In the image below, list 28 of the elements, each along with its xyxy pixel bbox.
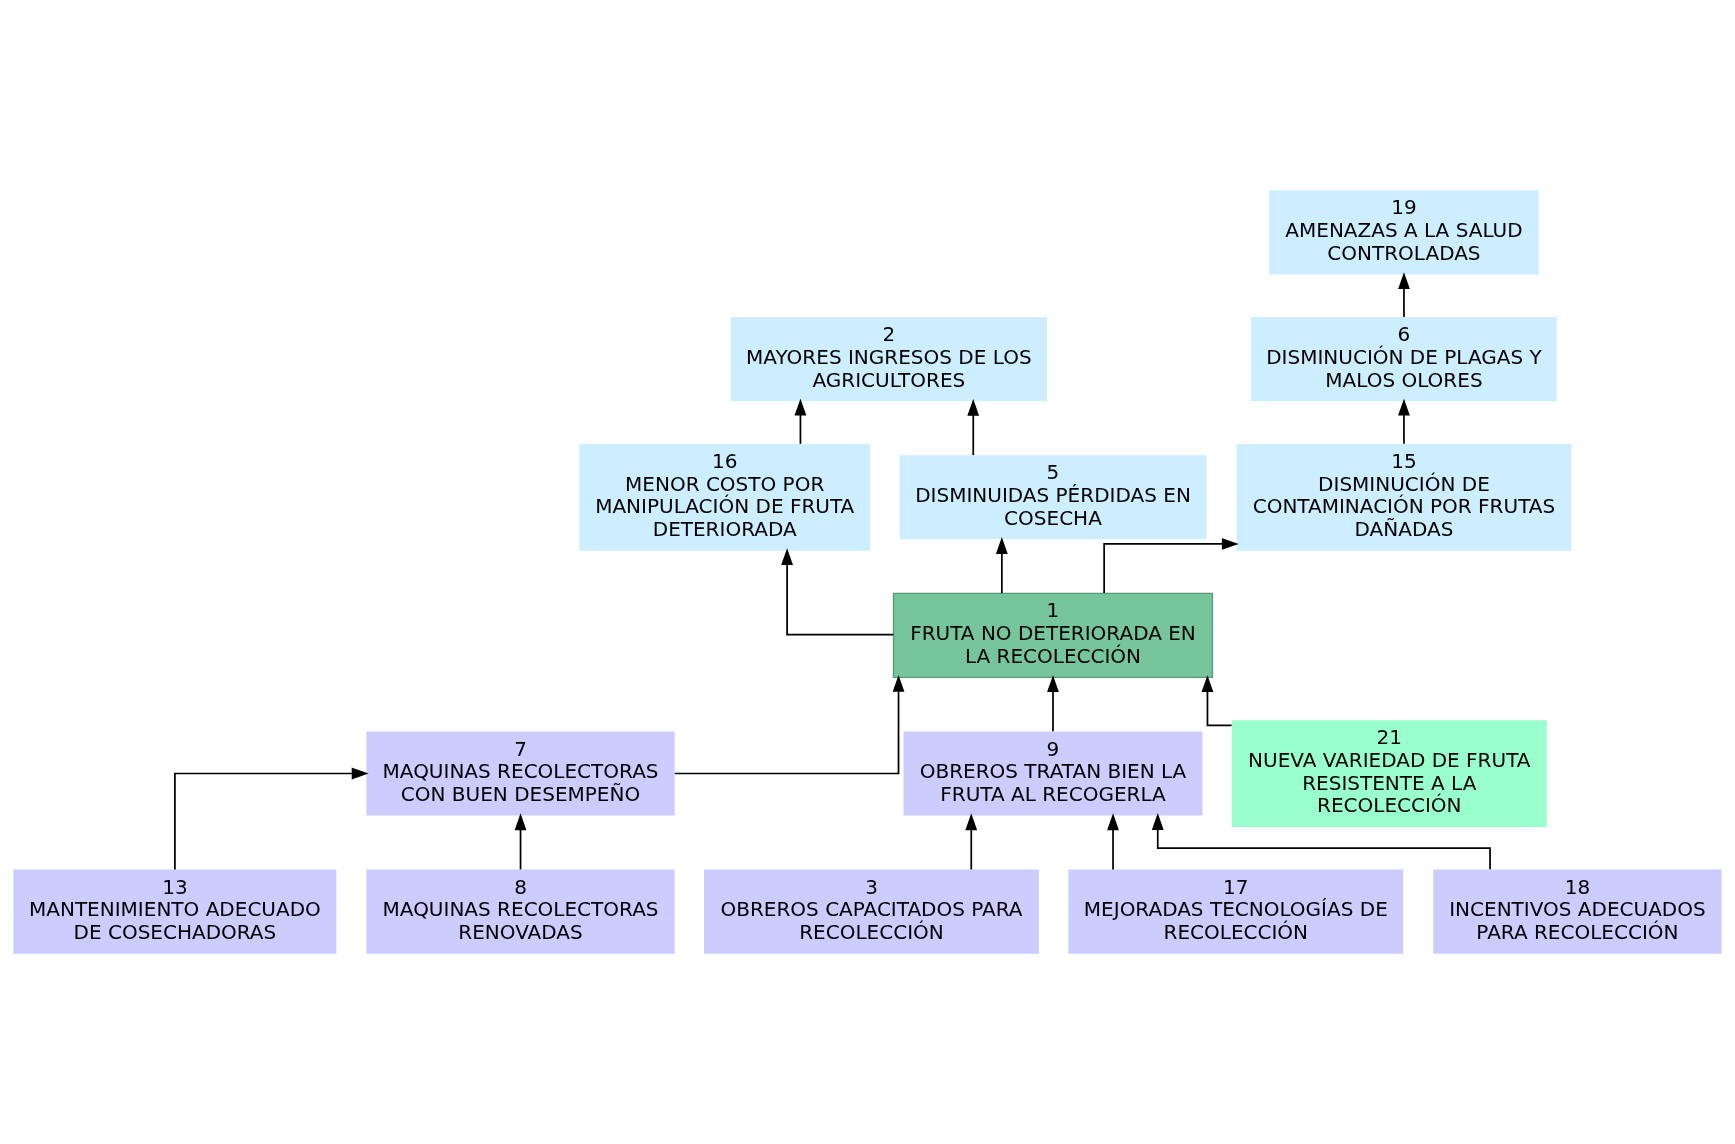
arrow [995,537,1008,595]
node-box: 15 DISMINUCIÓN DE CONTAMINACIÓN POR FRUTAS DAÑADAS [1236,443,1572,551]
node-box: 9 OBREROS TRATAN BIEN LA FRUTA AL RECOGERLA [903,731,1203,816]
node-box: 5 DISMINUIDAS PÉRDIDAS EN COSECHA [899,455,1207,540]
node-box: 17 MEJORADAS TECNOLOGÍAS DE RECOLECCIÓN [1068,869,1404,954]
node-box: 21 NUEVA VARIEDAD DE FRUTA RESISTENTE A LA RECOLECCIÓN [1231,720,1547,827]
node-box: 18 INCENTIVOS ADECUADOS PARA RECOLECCIÓN [1433,869,1722,954]
node-box: 8 MAQUINAS RECOLECTORAS RENOVADAS [366,869,675,954]
node-box: 19 AMENAZAS A LA SALUD CONTROLADAS [1269,190,1539,275]
node-box: 13 MANTENIMIENTO ADECUADO DE COSECHADORAS [13,869,337,954]
arrow [1398,272,1410,318]
arrow [673,674,905,775]
node-box: 7 MAQUINAS RECOLECTORAS CON BUEN DESEMPEÑO [366,731,675,816]
node-box: 6 DISMINUCIÓN DE PLAGAS Y MALOS OLORES [1251,317,1557,402]
node-box: 1 FRUTA NO DETERIORADA EN LA RECOLECCIÓN [892,592,1214,679]
node-box: 2 MAYORES INGRESOS DE LOS AGRICULTORES [730,317,1047,402]
arrow [794,398,807,445]
arrow [781,548,895,636]
arrow [965,813,978,871]
arrow [174,767,369,871]
arrow [1107,813,1119,871]
node-box: 16 MENOR COSTO POR MANIPULACIÓN DE FRUTA DETERIORADA [579,443,871,551]
arrow [1047,675,1059,733]
node-box: 3 OBREROS CAPACITADOS PARA RECOLECCIÓN [704,869,1039,954]
arrow [514,813,527,871]
arrow [967,398,980,456]
arrow [1103,538,1239,594]
arrow [1398,398,1410,445]
